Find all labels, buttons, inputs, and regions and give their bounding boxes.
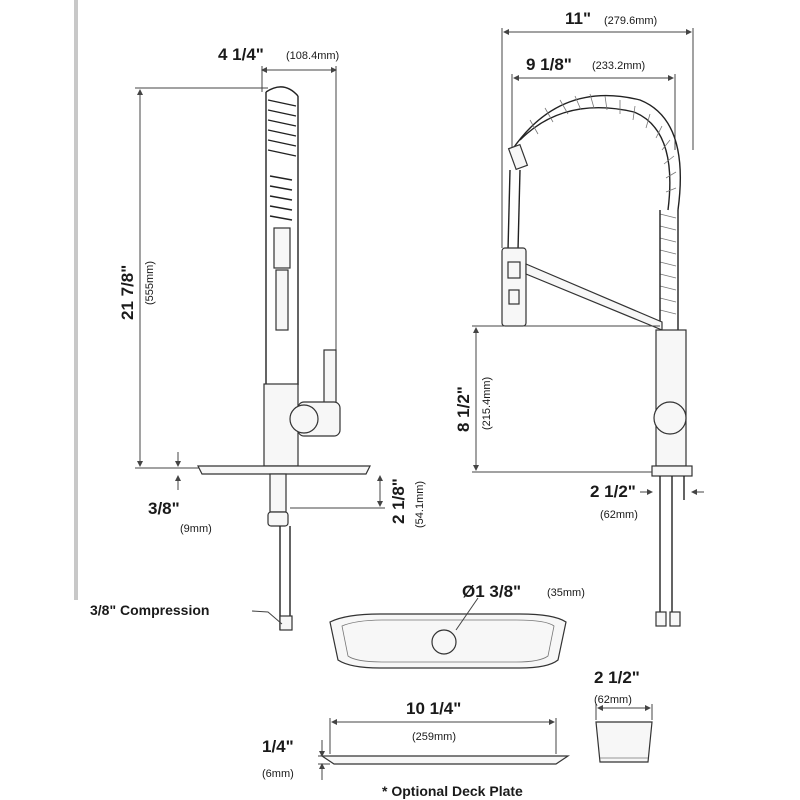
hole-dim-mm: (35mm) (547, 587, 585, 599)
base-dia-dim-mm: (62mm) (600, 509, 638, 521)
deck-thickness-dim: 1/4" (262, 737, 294, 756)
side-shank-dim: 2 1/8" (389, 478, 408, 524)
spout-dim: 9 1/8" (526, 55, 572, 74)
side-view: 4 1/4" (108.4mm) 21 7/8" (555mm) (90, 45, 426, 631)
side-height-dim: 21 7/8" (118, 265, 137, 320)
base-dia-dim: 2 1/2" (590, 482, 636, 501)
deck-plate-caption: * Optional Deck Plate (382, 783, 523, 799)
reach-dim: 11" (565, 9, 591, 28)
reach-dim-mm: (279.6mm) (604, 15, 657, 27)
deck-plate-hole (431, 629, 457, 655)
side-width-dim-mm: (108.4mm) (286, 50, 339, 62)
deck-width-dim: 2 1/2" (594, 668, 640, 687)
front-view: 11" (279.6mm) 9 1/8" (233.2mm) (454, 9, 704, 627)
deck-length-dim-mm: (259mm) (412, 731, 456, 743)
handle-height-dim: 8 1/2" (454, 386, 473, 432)
deck-width-dim-mm: (62mm) (594, 694, 632, 706)
hole-dim: Ø1 3/8" (462, 582, 521, 601)
deck-thickness-dim-mm: (6mm) (262, 768, 294, 780)
side-base-dim: 3/8" (148, 499, 180, 518)
side-width-dim: 4 1/4" (218, 45, 264, 64)
side-height-dim-mm: (555mm) (144, 261, 156, 305)
left-border-bar (74, 0, 78, 600)
handle-height-dim-mm: (215.4mm) (481, 377, 493, 430)
side-base-dim-mm: (9mm) (180, 523, 212, 535)
deck-plate: Ø1 3/8" (35mm) 10 1/4" (259mm) 1/4" (6mm… (262, 582, 653, 799)
compression-label: 3/8" Compression (90, 602, 209, 618)
side-shank-dim-mm: (54.1mm) (414, 481, 426, 528)
deck-length-dim: 10 1/4" (406, 699, 461, 718)
spout-dim-mm: (233.2mm) (592, 60, 645, 72)
